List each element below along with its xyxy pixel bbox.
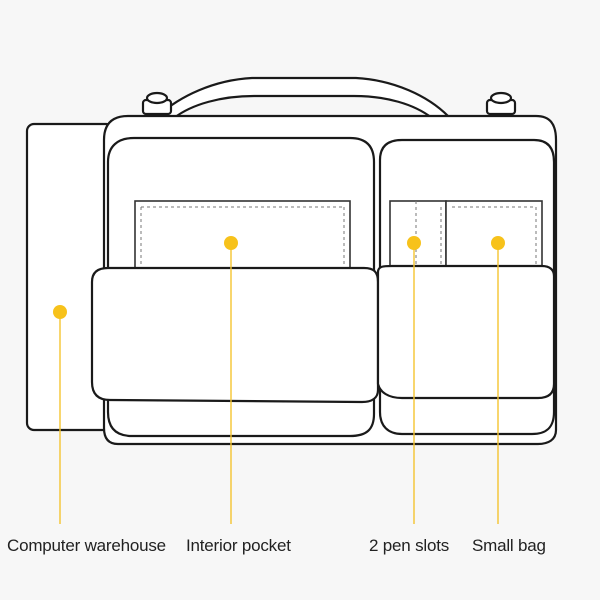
carry-handle xyxy=(156,76,450,120)
interior-pocket-panel xyxy=(134,200,351,274)
interior-pocket-marker xyxy=(224,236,238,250)
computer-warehouse-marker xyxy=(53,305,67,319)
left-front-pocket xyxy=(90,266,380,404)
right-ring-icon xyxy=(485,91,517,116)
interior-pocket-label: Interior pocket xyxy=(186,536,291,555)
pen-slot-panel xyxy=(389,200,447,274)
small-bag-panel xyxy=(445,200,543,274)
small-bag-stitch xyxy=(452,206,537,272)
pen-slots-marker xyxy=(407,236,421,250)
small-bag-marker xyxy=(491,236,505,250)
right-front-pocket xyxy=(376,264,556,400)
left-ring-icon xyxy=(141,91,173,116)
pen-slot-stitch xyxy=(415,201,442,272)
interior-pocket-stitch xyxy=(140,206,345,272)
computer-warehouse-label: Computer warehouse xyxy=(7,536,166,555)
small-bag-label: Small bag xyxy=(472,536,546,555)
pen-slots-label: 2 pen slots xyxy=(369,536,450,555)
